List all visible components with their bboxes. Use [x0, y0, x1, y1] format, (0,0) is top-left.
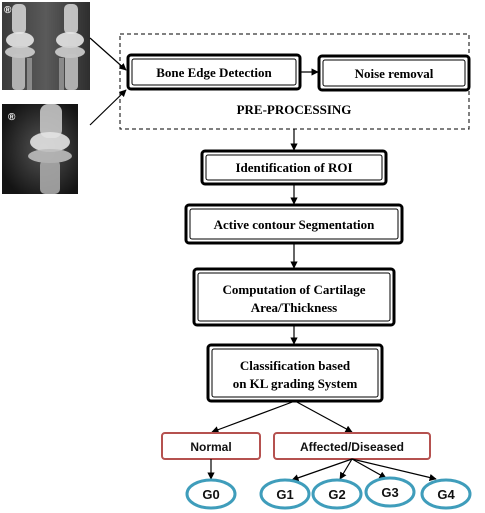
arrow-affected-to-g4 — [351, 458, 437, 482]
grade-g3-label: G3 — [381, 485, 398, 500]
arrow-classification-to-normal — [211, 400, 296, 434]
bone-edge-detection-box: Bone Edge Detection — [126, 53, 302, 91]
affected-label: Affected/Diseased — [300, 440, 404, 454]
computation-label-line1: Computation of Cartilage — [223, 282, 366, 297]
arrow-affected-to-g3 — [351, 458, 387, 479]
grade-g4-label: G4 — [437, 487, 455, 502]
segmentation-label: Active contour Segmentation — [214, 217, 376, 232]
computation-box: Computation of Cartilage Area/Thickness — [192, 267, 396, 327]
classification-box: Classification based on KL grading Syste… — [206, 343, 384, 403]
noise-removal-label: Noise removal — [355, 66, 434, 81]
noise-removal-box: Noise removal — [317, 54, 471, 92]
arrow-classification-to-affected — [294, 400, 353, 433]
grade-g2-label: G2 — [328, 487, 345, 502]
grade-g0-label: G0 — [202, 487, 219, 502]
roi-label: Identification of ROI — [236, 160, 353, 175]
grade-g4: G4 — [420, 478, 472, 510]
classification-label-line2: on KL grading System — [233, 376, 358, 391]
knee-xray-image-single: ® — [2, 104, 78, 194]
roi-box: Identification of ROI — [200, 149, 388, 186]
affected-box: Affected/Diseased — [273, 432, 431, 460]
image-mark-2: ® — [8, 112, 16, 123]
arrow-affected-to-g2 — [339, 458, 353, 480]
grade-g1-label: G1 — [276, 487, 293, 502]
bone-edge-detection-label: Bone Edge Detection — [156, 65, 272, 80]
grade-g1: G1 — [259, 478, 311, 510]
normal-label: Normal — [190, 440, 231, 454]
grade-g2: G2 — [311, 478, 363, 510]
computation-label-line2: Area/Thickness — [251, 300, 337, 315]
arrow-image2-to-preprocessing — [89, 89, 127, 126]
preprocessing-label: PRE-PROCESSING — [237, 102, 352, 117]
knee-xray-image-bilateral: ® — [2, 2, 90, 90]
segmentation-box: Active contour Segmentation — [184, 203, 404, 245]
arrow-image1-to-preprocessing — [89, 37, 127, 71]
grade-g3: G3 — [364, 476, 416, 508]
arrow-affected-to-g1 — [291, 458, 353, 482]
grade-g0: G0 — [185, 478, 237, 510]
image-mark-1: ® — [4, 5, 12, 16]
normal-box: Normal — [161, 432, 261, 460]
classification-label-line1: Classification based — [240, 358, 351, 373]
